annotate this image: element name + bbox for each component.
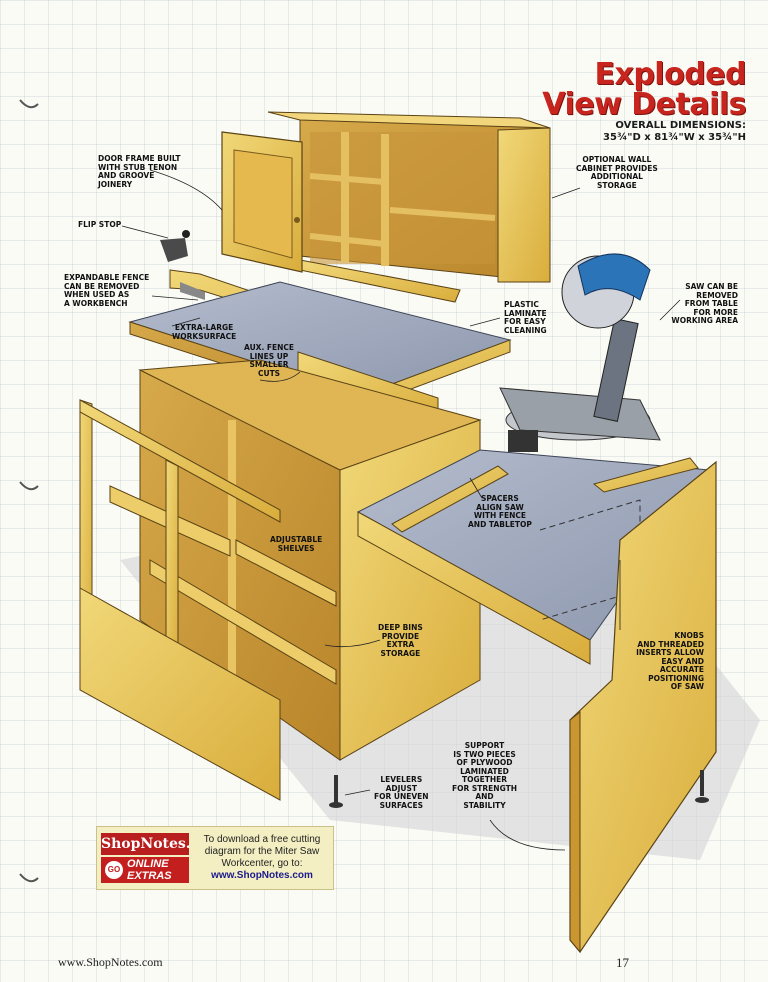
- face-frame: [79, 399, 281, 801]
- callout-deep-bins: DEEP BINS PROVIDE EXTRA STORAGE: [378, 623, 423, 658]
- promo-text: To download a free cutting diagram for t…: [203, 834, 321, 869]
- page-number: 17: [616, 955, 629, 970]
- levelers: [329, 770, 709, 808]
- online-extras-badge: GO ONLINE EXTRAS: [101, 857, 189, 883]
- dimensions-label: OVERALL DIMENSIONS:: [615, 120, 746, 131]
- title-line-2: View Details: [542, 87, 746, 122]
- callout-levelers: LEVELERS ADJUST FOR UNEVEN SURFACES: [374, 775, 429, 810]
- callout-adjustable-shelves: ADJUSTABLE SHELVES: [270, 535, 323, 553]
- binder-marks: [19, 99, 39, 883]
- callout-spacers: SPACERS ALIGN SAW WITH FENCE AND TABLETO…: [468, 494, 532, 529]
- go-icon: GO: [105, 861, 123, 879]
- callout-wall-cabinet: OPTIONAL WALL CABINET PROVIDES ADDITIONA…: [576, 155, 658, 190]
- callout-expandable-fence: EXPANDABLE FENCE CAN BE REMOVED WHEN USE…: [64, 273, 150, 308]
- miter-saw: [499, 253, 661, 452]
- page-title: Exploded View Details: [542, 60, 746, 120]
- callout-extra-large-worksurface: EXTRA-LARGE WORKSURFACE: [172, 323, 237, 341]
- promo-description: To download a free cutting diagram for t…: [195, 834, 329, 882]
- extras-label: EXTRAS: [127, 870, 172, 882]
- saw-support: [569, 460, 717, 954]
- callout-flip-stop: FLIP STOP: [78, 220, 122, 229]
- cabinet-door: [221, 131, 303, 273]
- online-extras-text: ONLINE EXTRAS: [127, 858, 172, 882]
- promo-url-link[interactable]: www.ShopNotes.com: [211, 870, 313, 881]
- callout-aux-fence: AUX. FENCE LINES UP SMALLER CUTS: [244, 343, 295, 378]
- online-label: ONLINE: [127, 858, 169, 870]
- footer-site: www.ShopNotes.com: [58, 955, 163, 969]
- title-line-1: Exploded: [594, 57, 746, 92]
- shopnotes-logo: ShopNotes.: [101, 833, 191, 855]
- callout-support: SUPPORT IS TWO PIECES OF PLYWOOD LAMINAT…: [452, 741, 517, 810]
- leader-lines: [121, 169, 681, 851]
- callout-door-frame: DOOR FRAME BUILT WITH STUB TENON AND GRO…: [98, 154, 181, 189]
- wall-cabinet: [267, 111, 551, 303]
- online-extras-promo[interactable]: ShopNotes. GO ONLINE EXTRAS To download …: [96, 826, 334, 890]
- callout-plastic-laminate: PLASTIC LAMINATE FOR EASY CLEANING: [504, 300, 547, 335]
- overall-dimensions: OVERALL DIMENSIONS: 35¾"D x 81¾"W x 35¾"…: [603, 120, 746, 144]
- flip-stop-part: [160, 230, 190, 262]
- dimensions-value: 35¾"D x 81¾"W x 35¾"H: [603, 132, 746, 143]
- callout-knobs: KNOBS AND THREADED INSERTS ALLOW EASY AN…: [636, 631, 704, 691]
- callout-saw-removed: SAW CAN BE REMOVED FROM TABLE FOR MORE W…: [671, 282, 738, 325]
